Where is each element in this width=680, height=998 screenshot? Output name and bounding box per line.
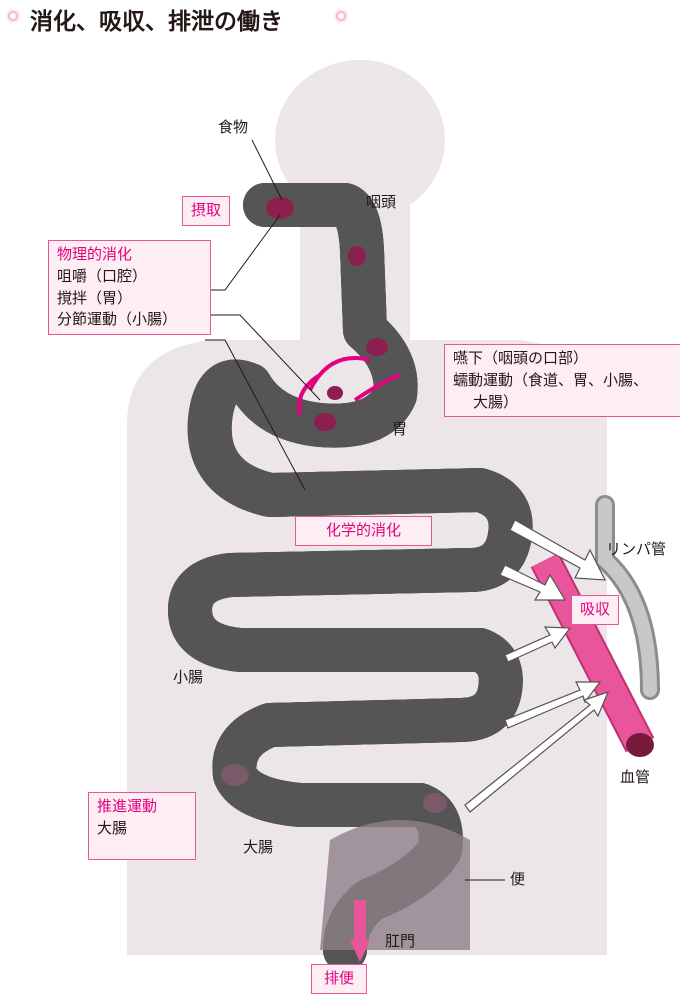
label-blood-vessel: 血管 — [620, 768, 651, 786]
swallow-line: 大腸） — [473, 392, 519, 411]
propulsion-title: 推進運動 — [97, 797, 158, 815]
physical-item: 撹拌（胃） — [57, 288, 133, 307]
label-stomach: 胃 — [392, 420, 408, 438]
box-swallow-peristalsis: 嚥下（咽頭の口部） 蠕動運動（食道、胃、小腸、 大腸） — [444, 344, 680, 418]
physical-item: 分節運動（小腸） — [57, 310, 178, 329]
box-absorption: 吸収 — [571, 595, 620, 625]
box-propulsion: 推進運動 大腸 — [88, 792, 196, 860]
swallow-line: 嚥下（咽頭の口部） — [453, 349, 589, 367]
stool-mass — [320, 820, 470, 950]
box-intake: 摂取 — [182, 196, 231, 226]
churning-arrows — [297, 356, 401, 416]
label-food: 食物 — [218, 118, 249, 136]
physical-title: 物理的消化 — [57, 245, 133, 263]
label-large-intestine: 大腸 — [243, 838, 274, 856]
title-bullet-icon — [6, 9, 20, 23]
defecation-arrow — [350, 940, 370, 962]
food-particles — [221, 197, 447, 813]
absorption-arrows — [464, 519, 610, 813]
label-pharynx: 咽頭 — [366, 193, 397, 211]
lymph-vessel — [595, 495, 660, 700]
digestive-tract — [168, 183, 511, 972]
label-anus: 肛門 — [385, 932, 416, 950]
label-lymph: リンパ管 — [606, 540, 667, 558]
title-bullet-icon — [334, 9, 348, 23]
physical-item: 咀嚼（口腔） — [57, 266, 148, 285]
propulsion-item: 大腸 — [97, 818, 128, 837]
label-small-intestine: 小腸 — [173, 668, 204, 686]
box-physical-digestion: 物理的消化 咀嚼（口腔） 撹拌（胃） 分節運動（小腸） — [48, 240, 211, 335]
label-stool: 便 — [510, 870, 526, 888]
blood-vessel — [530, 552, 655, 757]
page-title: 消化、吸収、排泄の働き — [30, 9, 283, 35]
swallow-line: 蠕動運動（食道、胃、小腸、 — [453, 370, 649, 389]
box-defecation: 排便 — [311, 964, 368, 994]
box-chemical-digestion: 化学的消化 — [295, 516, 433, 546]
